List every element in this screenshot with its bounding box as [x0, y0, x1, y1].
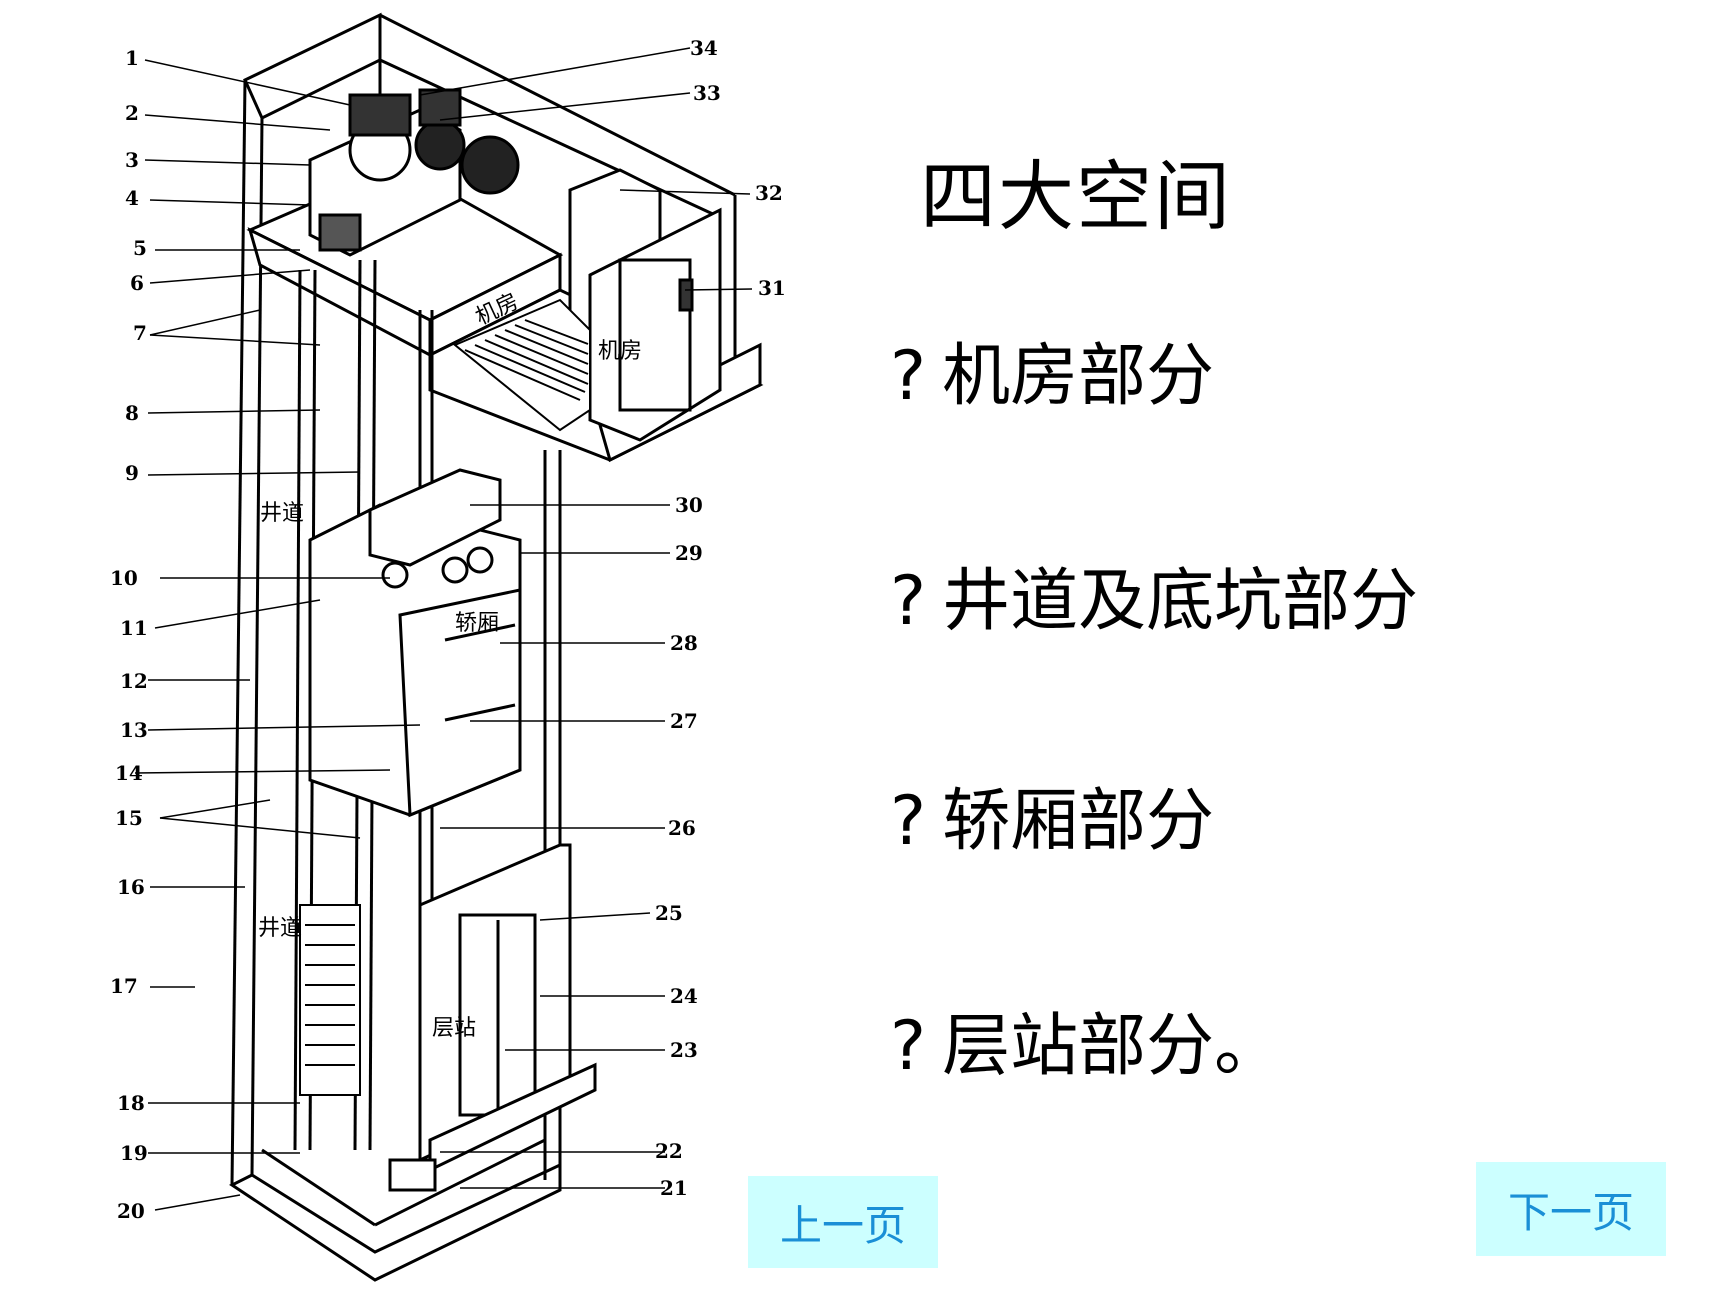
- callout-24: 24: [670, 984, 698, 1008]
- leader-lines: [134, 47, 753, 1211]
- callout-6: 6: [130, 271, 144, 295]
- slide-title: 四大空间: [920, 152, 1232, 241]
- callout-1: 1: [125, 46, 139, 70]
- bullet-landing: ?层站部分。: [890, 990, 1282, 1089]
- zone-label-machine-room-2: 机房: [598, 339, 642, 364]
- callout-7: 7: [133, 321, 147, 345]
- bullet-text: 机房部分: [942, 337, 1215, 416]
- callout-16: 16: [117, 875, 145, 899]
- callout-32: 32: [755, 181, 783, 205]
- callout-22: 22: [655, 1139, 683, 1163]
- bullet-text: 轿厢部分: [942, 782, 1215, 861]
- callout-11: 11: [120, 616, 148, 640]
- elevator-structure-diagram: 机房 机房 井道 井道 轿厢 层站: [110, 12, 786, 1282]
- bullet-car: ?轿厢部分: [890, 765, 1214, 864]
- callout-27: 27: [670, 709, 698, 733]
- bullet-marker: ?: [890, 1007, 927, 1086]
- bullet-hoistway-pit: ?井道及底坑部分: [890, 545, 1418, 644]
- landing-door: [388, 843, 597, 1192]
- zone-label-landing: 层站: [432, 1016, 476, 1041]
- callout-13: 13: [120, 718, 148, 742]
- callout-10: 10: [110, 566, 138, 590]
- bullet-text: 层站部分。: [942, 1007, 1283, 1086]
- bullet-marker: ?: [890, 562, 927, 641]
- callout-29: 29: [675, 541, 703, 565]
- elevator-car: [308, 468, 522, 818]
- callout-33: 33: [693, 81, 721, 105]
- counterweight: [299, 904, 361, 1096]
- callout-28: 28: [670, 631, 698, 655]
- callout-8: 8: [125, 401, 139, 425]
- bullet-machine-room: ?机房部分: [890, 320, 1214, 419]
- bullet-marker: ?: [890, 337, 927, 416]
- callout-18: 18: [117, 1091, 145, 1115]
- right-callout-numbers: 34 33 32 31 30 29 28 27 26 25 24 23 22 2…: [655, 36, 786, 1200]
- left-callout-numbers: 1 2 3 4 5 6 7 8 9 10 11 12 13 14 15 16 1…: [110, 46, 148, 1223]
- traction-machine: [308, 88, 520, 257]
- prev-page-button[interactable]: 上一页: [748, 1176, 938, 1268]
- callout-14: 14: [115, 761, 143, 785]
- control-cabinet: [568, 168, 722, 442]
- callout-3: 3: [125, 148, 139, 172]
- zone-label-hoistway-lower: 井道: [258, 916, 302, 941]
- callout-26: 26: [668, 816, 696, 840]
- callout-2: 2: [125, 101, 139, 125]
- callout-5: 5: [133, 236, 147, 260]
- bullet-text: 井道及底坑部分: [942, 562, 1419, 641]
- callout-9: 9: [125, 461, 139, 485]
- callout-25: 25: [655, 901, 683, 925]
- callout-21: 21: [660, 1176, 688, 1200]
- callout-19: 19: [120, 1141, 148, 1165]
- callout-34: 34: [690, 36, 718, 60]
- bullet-marker: ?: [890, 782, 927, 861]
- callout-30: 30: [675, 493, 703, 517]
- callout-20: 20: [117, 1199, 145, 1223]
- callout-4: 4: [125, 186, 139, 210]
- floor-grating: [453, 298, 591, 432]
- zone-label-hoistway-upper: 井道: [260, 501, 304, 526]
- callout-17: 17: [110, 974, 138, 998]
- callout-15: 15: [115, 806, 143, 830]
- next-page-button[interactable]: 下一页: [1476, 1162, 1666, 1256]
- callout-31: 31: [758, 276, 786, 300]
- callout-23: 23: [670, 1038, 698, 1062]
- zone-label-car: 轿厢: [455, 611, 499, 636]
- callout-12: 12: [120, 669, 148, 693]
